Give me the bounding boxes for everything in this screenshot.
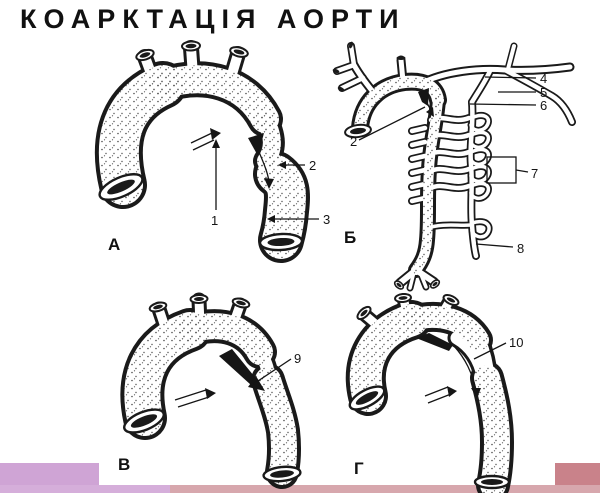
narrowing-arrow-icon (219, 349, 265, 391)
aorta-drawing-a: 1 2 3 А (94, 40, 330, 263)
callout-2b-label: 2 (350, 134, 357, 149)
panel-g-letter: Г (354, 459, 364, 478)
coarctation-jet-arrow-icon (248, 133, 274, 189)
callout-4-label: 4 (540, 71, 547, 86)
conduit-flow-arrow-icon (453, 345, 481, 398)
bottom-left-purple-block (0, 463, 99, 485)
panel-a-figure: 1 2 3 А (94, 40, 330, 263)
panel-v-letter: В (118, 455, 130, 474)
collateral-drawing-b: 2 4 5 6 7 8 Б (332, 41, 576, 292)
vessel-openings (332, 41, 441, 290)
aorta-drawing-g: 10 Г (345, 292, 523, 493)
callout-3: 3 (267, 212, 330, 227)
callout-1-label: 1 (211, 213, 218, 228)
panel-b-figure: 2 4 5 6 7 8 Б (332, 41, 576, 292)
callout-6: 6 (469, 98, 547, 113)
callout-2-label: 2 (309, 158, 316, 173)
callout-10: 10 (473, 335, 523, 360)
callout-9: 9 (251, 351, 301, 386)
callout-4: 4 (484, 71, 547, 86)
callout-5-label: 5 (540, 85, 547, 100)
panel-g-figure: 10 Г (345, 292, 523, 493)
callout-9-label: 9 (294, 351, 301, 366)
callout-10-label: 10 (509, 335, 523, 350)
arch-flow-wedge-icon (416, 333, 453, 351)
ductus-flow-arrow-icon (424, 386, 457, 404)
callout-5: 5 (498, 85, 547, 100)
ductus-flow-arrow-icon (190, 128, 221, 151)
aorta-drawing-v: 9 В (118, 292, 302, 489)
callout-8-label: 8 (517, 241, 524, 256)
callout-6-label: 6 (540, 98, 547, 113)
bottom-pink-strip (170, 485, 600, 493)
callout-1: 1 (211, 139, 220, 228)
panel-a-letter: А (108, 235, 120, 254)
coarctation-wedge-icon (418, 88, 434, 117)
callout-2b: 2 (350, 106, 426, 149)
callout-7-label: 7 (531, 166, 538, 181)
bottom-right-rose-block (555, 463, 600, 485)
panel-b-letter: Б (344, 228, 356, 247)
vessel-openings (98, 40, 304, 252)
callout-2: 2 (278, 158, 316, 173)
bottom-left-lavender-strip (0, 485, 170, 493)
slide-title: КОАРКТАЦІЯ АОРТИ (20, 4, 406, 34)
ductus-flow-arrow-icon (174, 388, 216, 408)
vessel-openings (348, 292, 511, 490)
callout-7: 7 (486, 156, 538, 184)
callout-3-label: 3 (323, 212, 330, 227)
panel-v-figure: 9 В (118, 292, 302, 489)
vessel-openings (123, 293, 302, 483)
callout-8: 8 (475, 241, 524, 256)
